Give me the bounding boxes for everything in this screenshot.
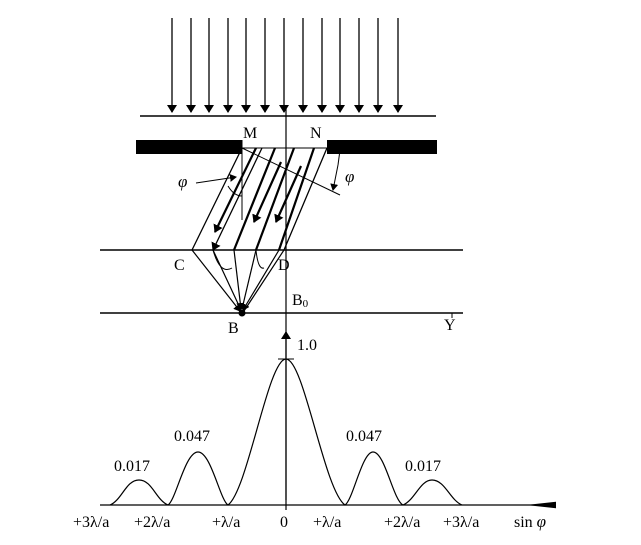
label-y: Y: [444, 317, 456, 334]
label-b0: B0: [292, 292, 309, 310]
x-tick-m2: +2λ/a: [134, 514, 170, 531]
peak-label-first-right: 0.047: [346, 428, 382, 445]
peak-label-central: 1.0: [297, 337, 317, 354]
diffracted-rays: [191, 147, 328, 251]
label-n: N: [310, 125, 322, 142]
x-tick-m1: +λ/a: [212, 514, 240, 531]
peak-label-first-left: 0.047: [174, 428, 210, 445]
focus-point-b: [238, 309, 246, 317]
intensity-curve: [109, 358, 463, 506]
slit-screen-left: [136, 140, 242, 154]
x-tick-zero: 0: [280, 514, 288, 531]
peak-label-second-right: 0.017: [405, 458, 441, 475]
label-d: D: [278, 257, 290, 274]
incident-rays: [167, 18, 403, 113]
peak-label-second-left: 0.017: [114, 458, 150, 475]
x-tick-p2: +2λ/a: [384, 514, 420, 531]
phi-label-left: φ: [178, 172, 187, 191]
x-tick-m3: +3λ/a: [73, 514, 109, 531]
slit-screen-right: [327, 140, 437, 154]
angle-marker-right: [330, 149, 341, 191]
label-m: M: [243, 125, 257, 142]
phi-label-right: φ: [345, 167, 354, 186]
x-tick-p3: +3λ/a: [443, 514, 479, 531]
angle-marker-left: [195, 173, 243, 197]
label-c: C: [174, 257, 185, 274]
label-b: B: [228, 320, 239, 337]
x-tick-p1: +λ/a: [313, 514, 341, 531]
converging-rays: [191, 249, 285, 312]
